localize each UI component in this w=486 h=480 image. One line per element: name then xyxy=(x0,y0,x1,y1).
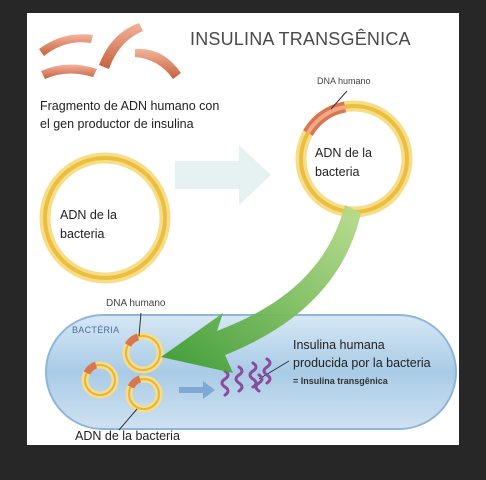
inserted-human-dna xyxy=(303,101,347,136)
diagram-panel: INSULINA TRANSGÊNICA Fragmento de ADN hu… xyxy=(27,13,459,445)
page-title: INSULINA TRANSGÊNICA xyxy=(190,29,411,49)
dna-fragment-4 xyxy=(135,48,181,79)
diagram-artwork xyxy=(39,23,457,431)
plasmid-right-label-line1: ADN de la xyxy=(315,146,372,160)
dna-humano-top-label: DNA humano xyxy=(317,76,371,86)
dna-fragment-2 xyxy=(41,64,97,79)
bacterium-plasmid-3 xyxy=(125,375,163,413)
insulin-label-line2: producida por la bacteria xyxy=(293,356,431,370)
dna-fragments xyxy=(39,23,181,79)
bacterium-plasmid-2 xyxy=(81,361,119,399)
dna-fragment-1 xyxy=(39,34,93,56)
bacteria-label: BACTÉRIA xyxy=(72,325,120,335)
bacterium-plasmid-1 xyxy=(122,332,164,374)
dna-humano-bottom-label: DNA humano xyxy=(106,298,166,309)
production-arrow xyxy=(179,381,215,399)
insulin-molecules xyxy=(220,357,272,397)
plasmid-left xyxy=(39,152,171,284)
transfer-arrow xyxy=(161,205,361,373)
insertion-arrow xyxy=(175,145,271,205)
insulin-label-line3: = Insulina transgênica xyxy=(293,376,388,386)
plasmid-left-label-line1: ADN de la xyxy=(60,208,117,222)
fragment-label-line2: el gen productor de insulina xyxy=(40,117,194,131)
fragment-label-line1: Fragmento de ADN humano con xyxy=(40,99,220,113)
bacterium xyxy=(45,312,457,431)
plasmid-right-label-line2: bacteria xyxy=(315,165,360,179)
adn-bacteria-bottom-label: ADN de la bacteria xyxy=(75,429,180,443)
insulin-label-line1: Insulina humana xyxy=(293,338,385,352)
plasmid-left-label-line2: bacteria xyxy=(60,227,105,241)
dna-fragment-3 xyxy=(99,23,143,69)
